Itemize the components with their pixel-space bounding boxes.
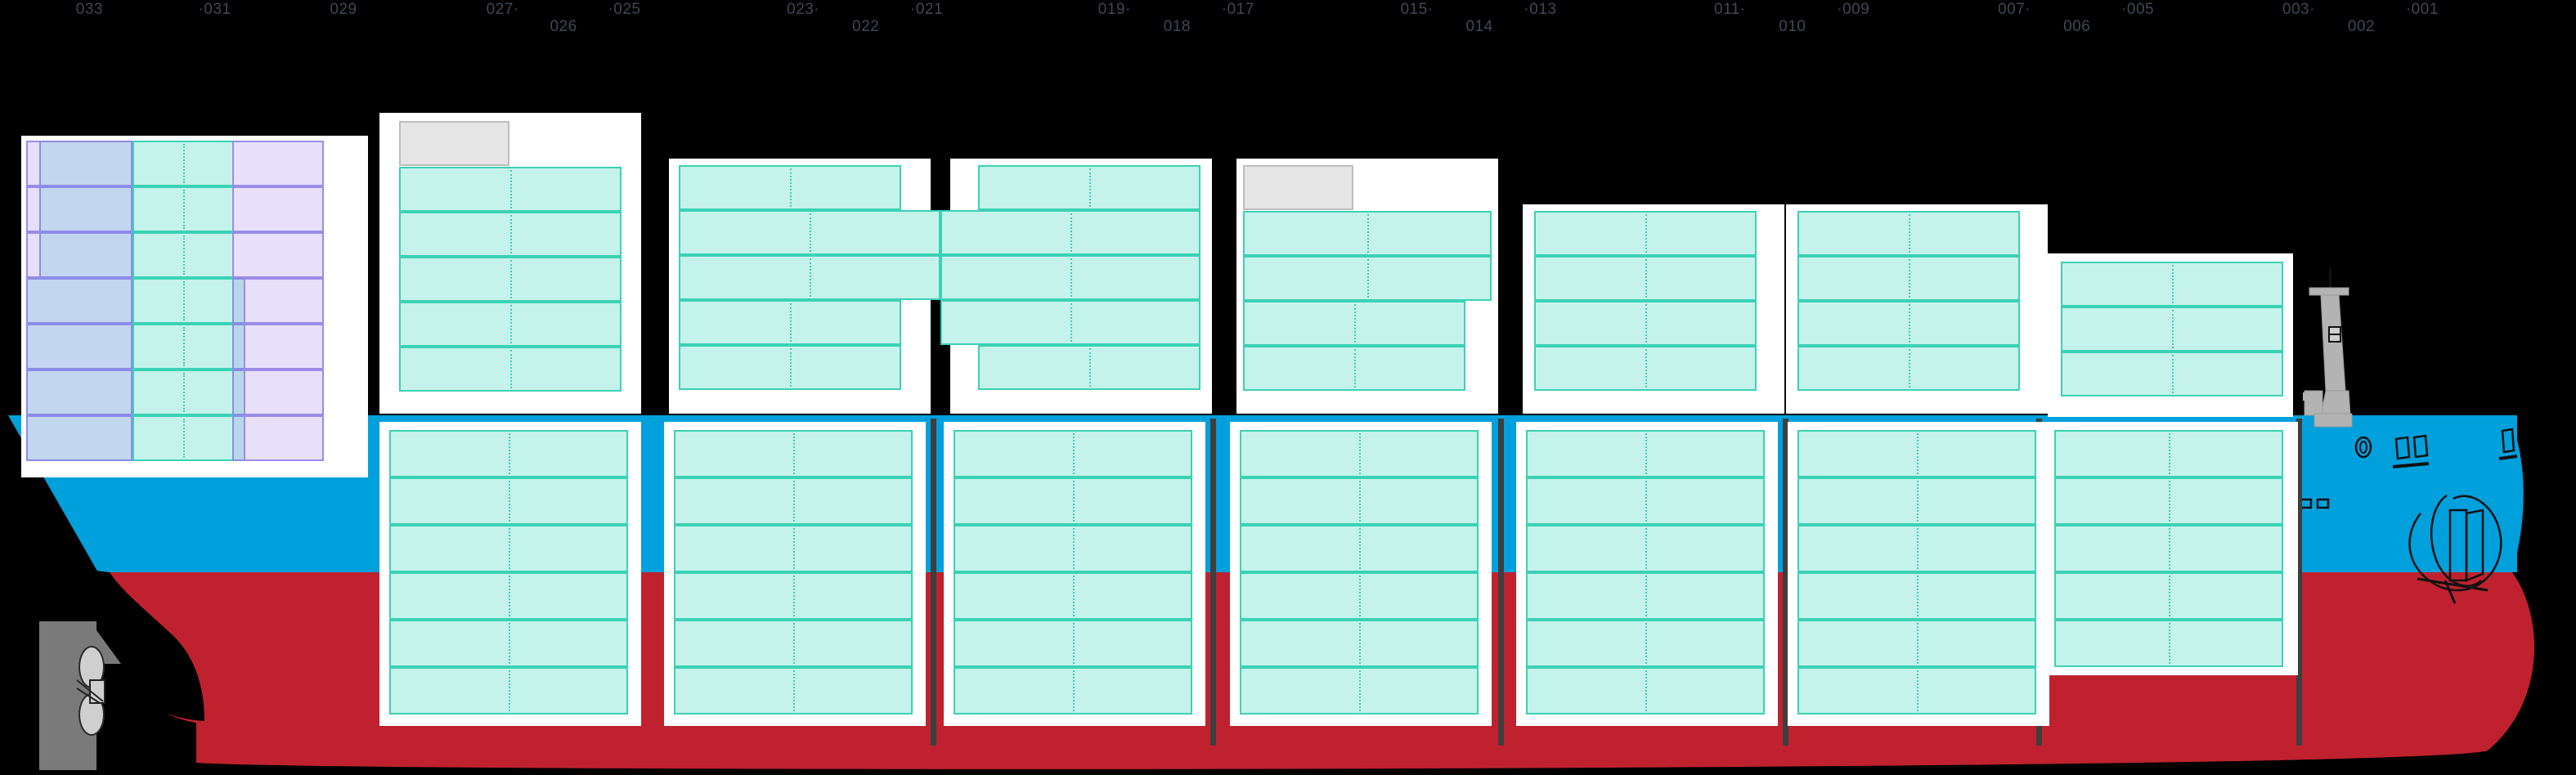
bay-label-014: 014 xyxy=(1465,18,1493,35)
hold-bay-007[interactable] xyxy=(1788,422,2049,726)
bay-label-015: 015· xyxy=(1400,1,1434,18)
bay-label-017: ·017 xyxy=(1221,1,1254,18)
bay-label-009: ·009 xyxy=(1837,1,1870,18)
deck-bay-003[interactable] xyxy=(2048,253,2293,417)
bay-label-022: 022 xyxy=(852,18,880,35)
bay-label-023: 023· xyxy=(787,1,820,18)
bay-label-027: 027· xyxy=(486,1,519,18)
bulkhead-6 xyxy=(2296,419,2302,746)
bay-label-001: ·001 xyxy=(2405,1,2439,18)
bay-label-003: 003· xyxy=(2282,1,2315,18)
bay-label-002: 002 xyxy=(2347,18,2376,35)
hold-bay-023[interactable] xyxy=(664,422,926,726)
bay-label-007: 007· xyxy=(1998,1,2031,18)
deck-bay-023[interactable] xyxy=(669,159,940,414)
bulkhead-4 xyxy=(1783,419,1788,746)
hold-bay-015[interactable] xyxy=(1230,422,1492,726)
deck-bay-019[interactable] xyxy=(940,159,1212,414)
bow-mast xyxy=(2303,268,2353,428)
bay-label-021: ·021 xyxy=(910,1,944,18)
bay-label-033: 033 xyxy=(75,1,103,18)
bay-label-011: 011· xyxy=(1714,1,1746,18)
bay-label-005: ·005 xyxy=(2121,1,2155,18)
bay-label-006: 006 xyxy=(2063,18,2091,35)
bay-label-010: 010 xyxy=(1779,18,1806,35)
bow-hull-markings xyxy=(2354,428,2518,468)
hold-bay-011[interactable] xyxy=(1516,422,1778,726)
hold-bay-003[interactable] xyxy=(2044,422,2298,675)
hatch-cover-015 xyxy=(1243,165,1353,210)
deck-bay-033[interactable] xyxy=(21,136,368,477)
bay-label-019: 019· xyxy=(1097,1,1131,18)
deck-bay-027[interactable] xyxy=(379,113,641,414)
bay-label-026: 026 xyxy=(550,18,577,35)
bay-label-018: 018 xyxy=(1163,18,1191,35)
anchor-marking xyxy=(2408,494,2502,604)
propeller-hub xyxy=(76,679,105,704)
hold-bay-027[interactable] xyxy=(379,422,641,726)
deck-bay-015[interactable] xyxy=(1236,159,1498,414)
bay-label-013: ·013 xyxy=(1524,1,1557,18)
bulkhead-3 xyxy=(1498,419,1504,746)
bulkhead-2 xyxy=(1210,419,1216,746)
bay-label-031: ·031 xyxy=(198,1,231,18)
hold-bay-019[interactable] xyxy=(944,422,1205,726)
bay-label-029: 029 xyxy=(330,1,357,18)
deck-bay-007[interactable] xyxy=(1786,204,2048,414)
bay-label-025: ·025 xyxy=(608,1,641,18)
deck-bay-011[interactable] xyxy=(1523,204,1784,414)
bulkhead-1 xyxy=(931,419,936,746)
hatch-cover-027 xyxy=(399,121,509,166)
